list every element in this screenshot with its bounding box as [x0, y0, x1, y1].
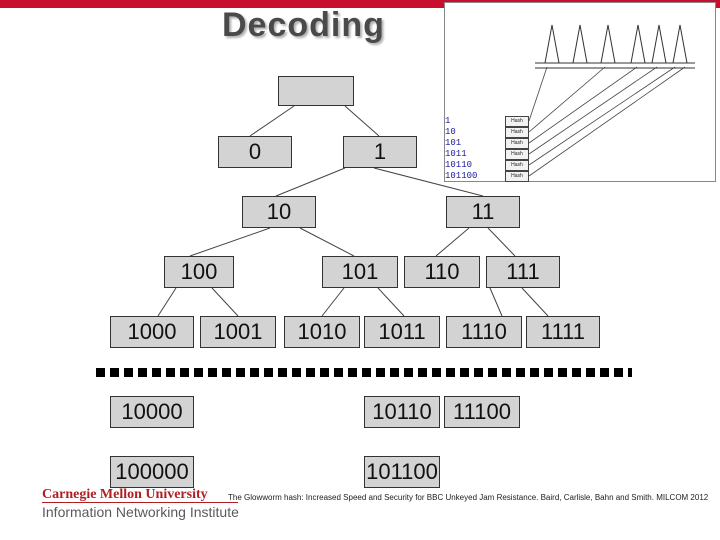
ini-logo-text: Information Networking Institute	[42, 504, 239, 520]
hash-row: 10 Hash	[445, 127, 529, 138]
hash-row: 1 Hash	[445, 116, 529, 127]
hash-row: 101 Hash	[445, 138, 529, 149]
hash-code: 1	[445, 116, 451, 126]
tree-node-1010: 1010	[284, 316, 360, 348]
edge-root-0	[249, 105, 295, 137]
arrow-2	[528, 66, 606, 133]
tree-node-1111: 1111	[526, 316, 600, 348]
hash-code: 101100	[445, 171, 478, 181]
edge-101-1010	[321, 287, 345, 317]
citation: The Glowworm hash: Increased Speed and S…	[228, 493, 709, 502]
tree-node-10000: 10000	[110, 396, 194, 428]
tree-node-111: 111	[486, 256, 560, 288]
tree-node-110: 110	[404, 256, 480, 288]
inset-figure: 1 Hash 10 Hash 101 Hash 1011 Hash 10110 …	[444, 2, 716, 182]
edge-111-1110	[489, 287, 503, 317]
logo-divider	[42, 502, 238, 503]
spike-6	[672, 24, 688, 64]
arrow-5	[528, 66, 676, 166]
hash-box: Hash	[505, 116, 529, 127]
hash-code: 101	[445, 138, 462, 148]
tree-node-1001: 1001	[200, 316, 276, 348]
spike-2	[572, 24, 588, 64]
spike-1	[544, 24, 560, 64]
tree-node-10: 10	[242, 196, 316, 228]
spike-4	[630, 24, 646, 64]
hash-row: 1011 Hash	[445, 149, 529, 160]
tree-node-100: 100	[164, 256, 234, 288]
tree-node-11100: 11100	[444, 396, 520, 428]
edge-1-10	[275, 167, 346, 197]
top-accent-bar	[0, 0, 720, 8]
dotted-separator	[96, 368, 632, 377]
spike-3	[600, 24, 616, 64]
tree-node-100000: 100000	[110, 456, 194, 488]
arrow-3	[528, 66, 638, 144]
arrow-4	[528, 66, 658, 155]
edge-10-100	[189, 227, 271, 257]
tree-node-1: 1	[343, 136, 417, 168]
edge-10-101	[299, 227, 355, 257]
tree-node-101100: 101100	[364, 456, 440, 488]
slide-title: Decoding	[222, 6, 385, 44]
edge-111-1111	[521, 287, 549, 317]
edge-101-1011	[377, 287, 405, 317]
spike-plot	[528, 24, 695, 177]
tree-node-1011: 1011	[364, 316, 440, 348]
tree-node-101: 101	[322, 256, 398, 288]
hash-code: 10110	[445, 160, 473, 170]
edge-root-1	[344, 105, 380, 137]
hash-box: Hash	[505, 160, 529, 171]
edge-11-111	[487, 227, 516, 257]
hash-box: Hash	[505, 171, 529, 182]
tree-node-10110: 10110	[364, 396, 440, 428]
spike-5	[651, 24, 667, 64]
hash-row: 101100 Hash	[445, 171, 529, 182]
tree-node-11: 11	[446, 196, 520, 228]
arrow-1	[528, 66, 548, 122]
tree-node-0: 0	[218, 136, 292, 168]
cmu-logo-text: Carnegie Mellon University	[42, 487, 208, 502]
edge-11-110	[435, 227, 470, 257]
hash-row: 10110 Hash	[445, 160, 529, 171]
hash-box: Hash	[505, 138, 529, 149]
tree-node-root	[278, 76, 354, 106]
arrow-6	[528, 66, 686, 177]
hash-box: Hash	[505, 127, 529, 138]
edge-100-1000	[157, 287, 177, 317]
edge-100-1001	[211, 287, 239, 317]
hash-box: Hash	[505, 149, 529, 160]
hash-code: 10	[445, 127, 456, 137]
tree-node-1000: 1000	[110, 316, 194, 348]
edge-1-11	[373, 167, 484, 197]
hash-code: 1011	[445, 149, 467, 159]
tree-node-1110: 1110	[446, 316, 522, 348]
